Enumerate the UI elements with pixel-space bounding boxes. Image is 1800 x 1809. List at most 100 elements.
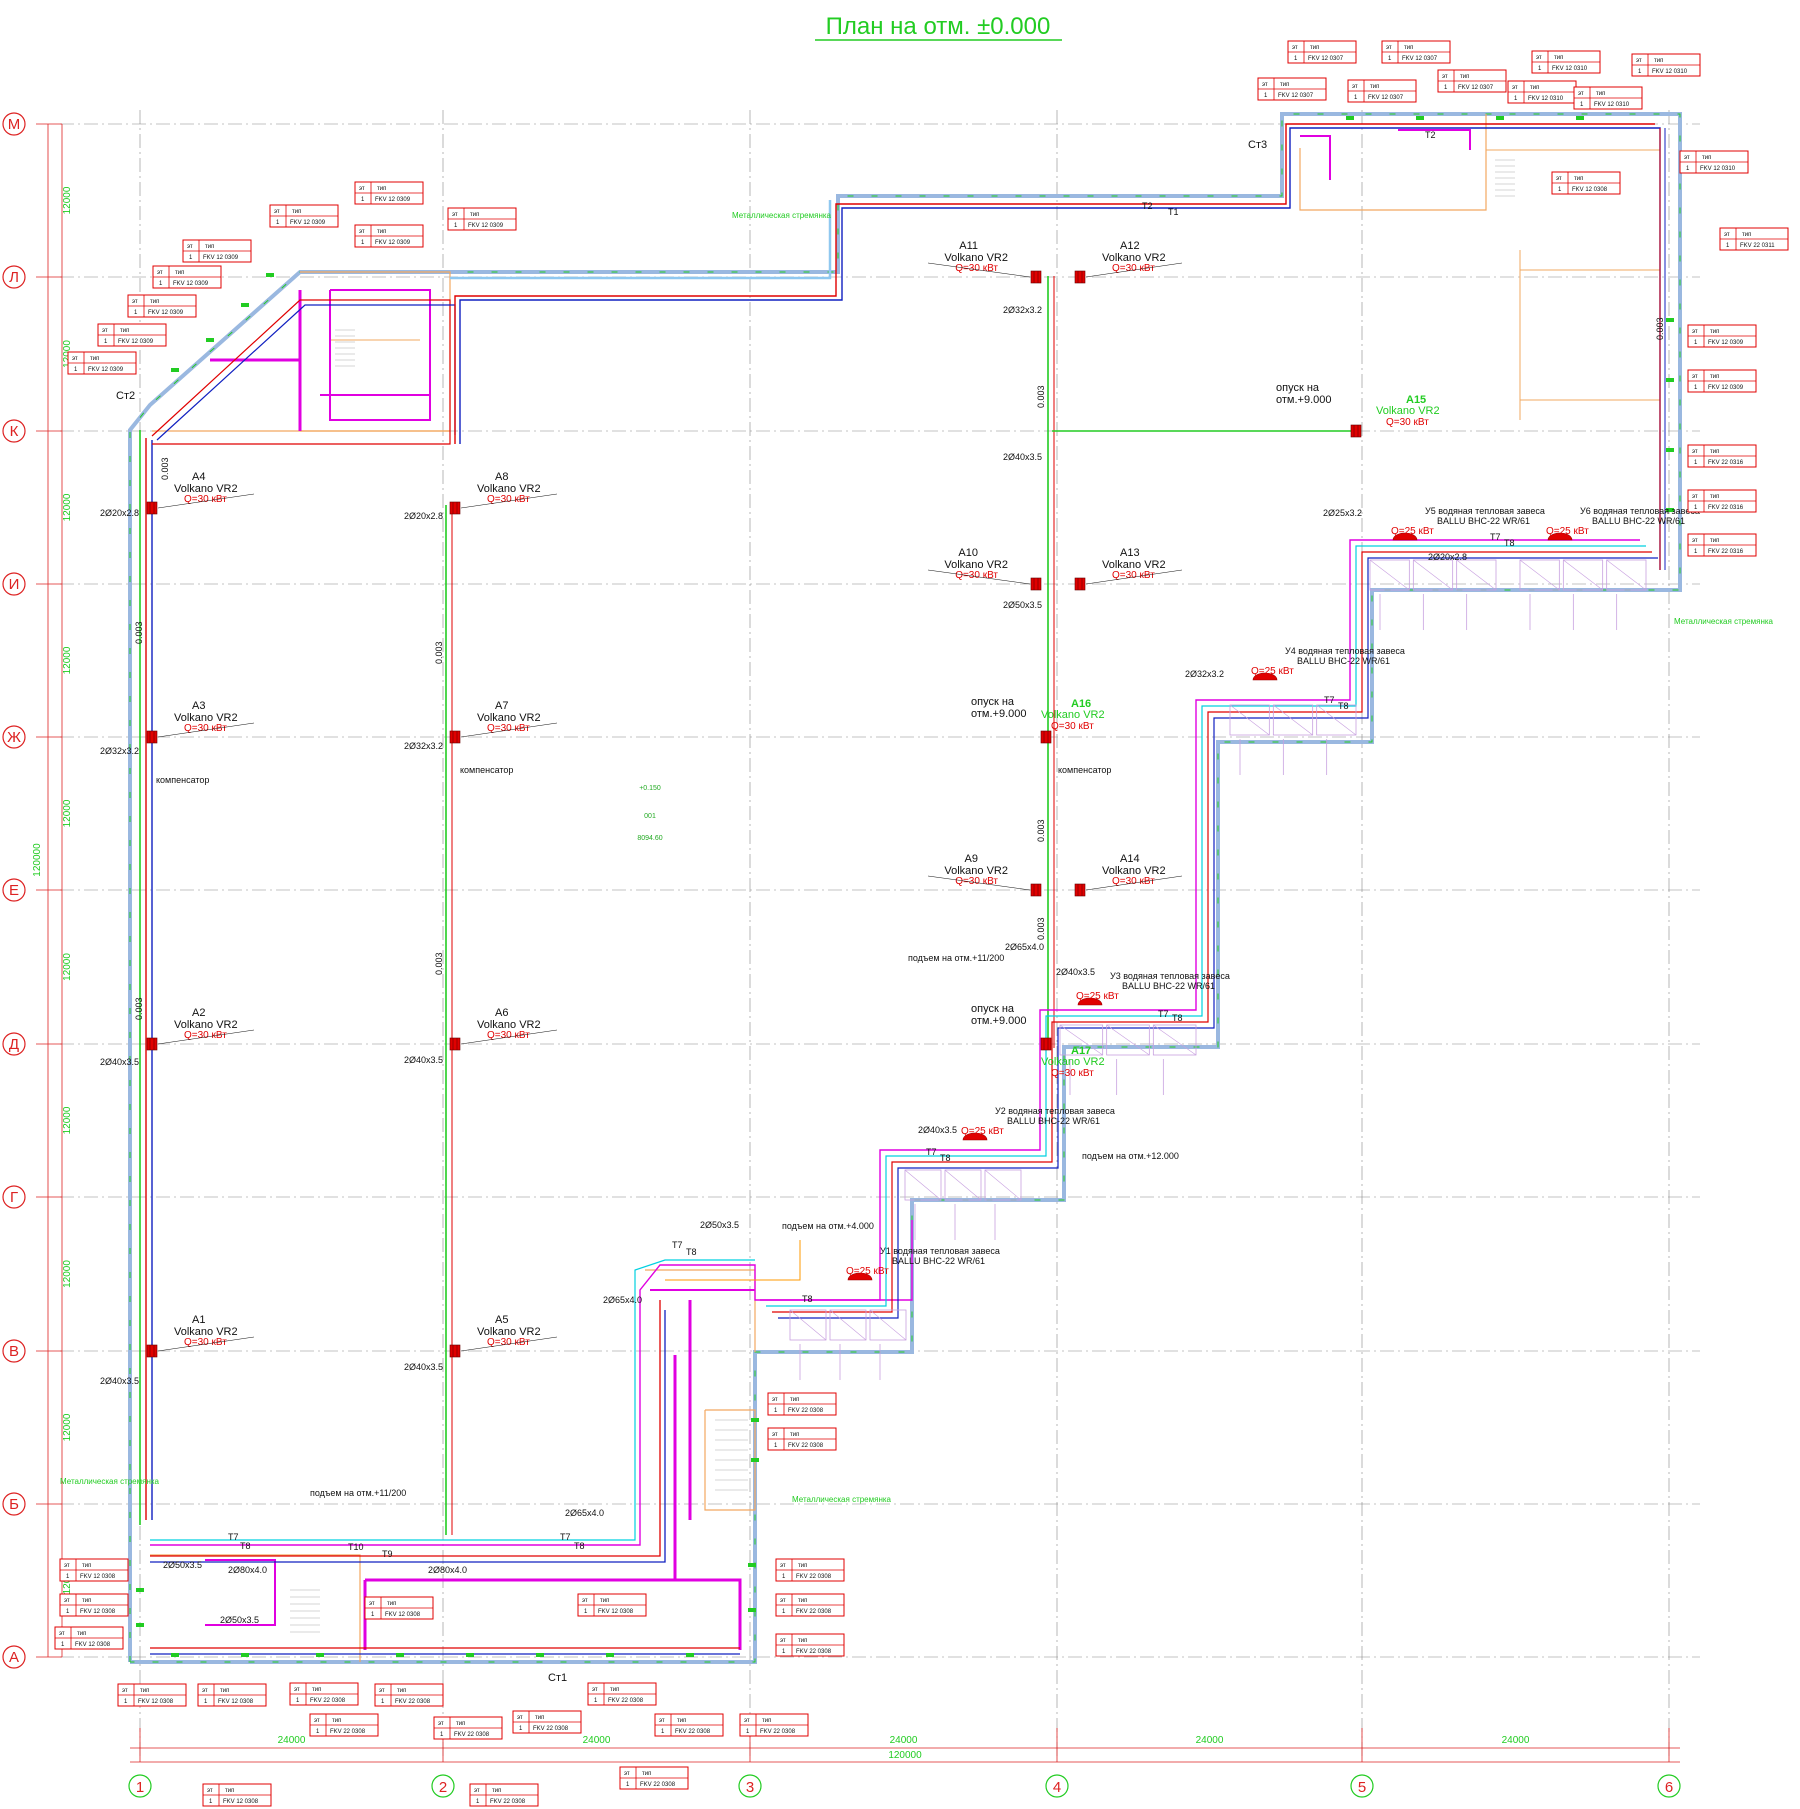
pipe-label: 2Ø50х3.5 — [1003, 600, 1042, 610]
curtain-bay-x — [1229, 704, 1270, 736]
curtain-model: BALLU BHC-22 WR/61 — [1437, 516, 1530, 526]
radiator-tag-header-type: тип — [82, 1563, 91, 1569]
curtain-title: У6 водяная тепловая завеса — [1580, 506, 1700, 516]
radiator-tag-type: FKV 22 0316 — [1708, 549, 1744, 555]
axis-bubble-row — [2, 1339, 26, 1363]
radiator-tag-header-type: тип — [397, 1688, 406, 1694]
row-spacing-label: 12000 — [62, 1413, 73, 1441]
pipe-label: 2Ø80х4.0 — [228, 1565, 267, 1575]
radiator-tag-floor: 1 — [782, 1574, 786, 1580]
pipe-tag-t7: Т7 — [926, 1147, 937, 1157]
unit-icon — [1030, 577, 1042, 591]
unit-icon — [1074, 270, 1086, 284]
unit-icon — [1030, 883, 1042, 897]
pipe-t7 — [150, 1220, 913, 1546]
note-ladder-3: Металлическая стремянка — [1674, 617, 1774, 626]
radiator-tag-floor: 1 — [104, 339, 108, 345]
radiator-marker — [396, 1653, 404, 1657]
pipe-label: 2Ø50х3.5 — [220, 1615, 259, 1625]
axis-label-col: 4 — [1053, 1779, 1061, 1796]
radiator-tag-header-floor: эт — [187, 244, 193, 250]
curtain-bay — [1519, 559, 1560, 591]
unit-model: Volkano VR2 — [1102, 865, 1166, 877]
pipe-orange — [665, 1240, 801, 1281]
radiator-tag-type: FKV 12 0308 — [75, 1642, 111, 1648]
curtain-bay — [829, 1309, 867, 1341]
axis-bubble-row — [2, 1032, 26, 1056]
curtain-bay — [984, 1169, 1022, 1201]
pipe-t8 — [150, 1259, 755, 1541]
unit-icon — [449, 1037, 461, 1051]
axis-bubble-row — [2, 1185, 26, 1209]
radiator-tag-header-floor: эт — [294, 1687, 300, 1693]
radiator-tag-type: FKV 22 0308 — [640, 1782, 676, 1788]
axis-bubble-row — [2, 878, 26, 902]
radiator-tag-type: FKV 22 0308 — [608, 1698, 644, 1704]
pipe-tag-t7: Т7 — [1158, 1009, 1169, 1019]
slope-label: 0.003 — [1036, 819, 1046, 842]
outer-wall — [128, 112, 1682, 1664]
slope-label: 0.003 — [1036, 917, 1046, 940]
radiator-tag-header-floor: эт — [624, 1771, 630, 1777]
unit-leader — [157, 493, 255, 509]
unit-id: A5 — [495, 1314, 508, 1326]
axis-bubble-row — [2, 1492, 26, 1516]
unit-model: Volkano VR2 — [1376, 405, 1440, 417]
radiator-tag-header-floor: эт — [1692, 329, 1698, 335]
curtain-icon — [1077, 997, 1103, 1006]
curtain-q: Q=25 кВт — [846, 1266, 889, 1277]
curtain-bay-x — [1413, 559, 1453, 591]
radiator-tag-floor: 1 — [1514, 96, 1518, 102]
radiator-tag-floor: 1 — [66, 1574, 70, 1580]
unit-note: опуск на — [971, 696, 1015, 708]
unit-icon — [449, 501, 461, 515]
curtain-model: BALLU BHC-22 WR/61 — [1592, 516, 1685, 526]
radiator-tag-type: FKV 12 0310 — [1700, 166, 1736, 172]
wc-block — [205, 1559, 276, 1626]
radiator-tag-type: FKV 22 0316 — [1708, 505, 1744, 511]
radiator-marker — [266, 273, 274, 277]
curtain-bay-x — [869, 1309, 907, 1341]
plan-title: План на отм. ±0.000 — [826, 13, 1051, 40]
unit-note: отм.+9.000 — [1276, 394, 1331, 406]
radiator-tag-header-type: тип — [1742, 232, 1751, 238]
axis-label-col: 6 — [1665, 1779, 1673, 1796]
stoyak-st1: Ст1 — [548, 1672, 567, 1684]
curtain-bay — [1316, 704, 1357, 736]
radiator-tag-floor: 1 — [74, 367, 78, 373]
pipe-label: 2Ø40х3.5 — [100, 1376, 139, 1386]
unit-id: A6 — [495, 1007, 508, 1019]
pipe-tag-t8: Т8 — [940, 1153, 951, 1163]
radiator-tag-header-type: тип — [120, 328, 129, 334]
unit-q: Q=30 кВт — [1386, 417, 1429, 428]
pipe-label: 2Ø50х3.5 — [163, 1560, 202, 1570]
unit-id: A14 — [1120, 853, 1140, 865]
radiator-tag-header-type: тип — [798, 1638, 807, 1644]
curtain-title: У2 водяная тепловая завеса — [995, 1106, 1115, 1116]
unit-id: A4 — [192, 471, 205, 483]
radiator-tag-header-type: тип — [798, 1563, 807, 1569]
radiator-marker — [748, 1563, 756, 1567]
radiator-tag-header-type: тип — [292, 209, 301, 215]
radiator-tag-floor: 1 — [66, 1609, 70, 1615]
radiator-tag-type: FKV 12 0307 — [1278, 93, 1314, 99]
unit-id: A7 — [495, 700, 508, 712]
pipe-tag-t2: Т2 — [1425, 130, 1436, 140]
radiator-tag-floor: 1 — [626, 1782, 630, 1788]
unit-id: A11 — [959, 240, 978, 252]
radiator-tag-header-floor: эт — [1536, 55, 1542, 61]
pipe-main-return — [459, 127, 1661, 570]
radiator-tag-header-type: тип — [1654, 58, 1663, 64]
unit-q: Q=30 кВт — [487, 1337, 530, 1348]
radiator-tag-floor: 1 — [1694, 505, 1698, 511]
unit-id: A2 — [192, 1007, 205, 1019]
pipe-label: 2Ø32х3.2 — [1003, 305, 1042, 315]
unit-q: Q=30 кВт — [1051, 721, 1094, 732]
unit-leader — [1085, 569, 1183, 585]
pipe-supply-top — [151, 299, 451, 445]
pipe-tag-t2: Т2 — [1142, 201, 1153, 211]
radiator-tag-header-floor: эт — [1636, 58, 1642, 64]
pipe-label: 2Ø80х4.0 — [428, 1565, 467, 1575]
